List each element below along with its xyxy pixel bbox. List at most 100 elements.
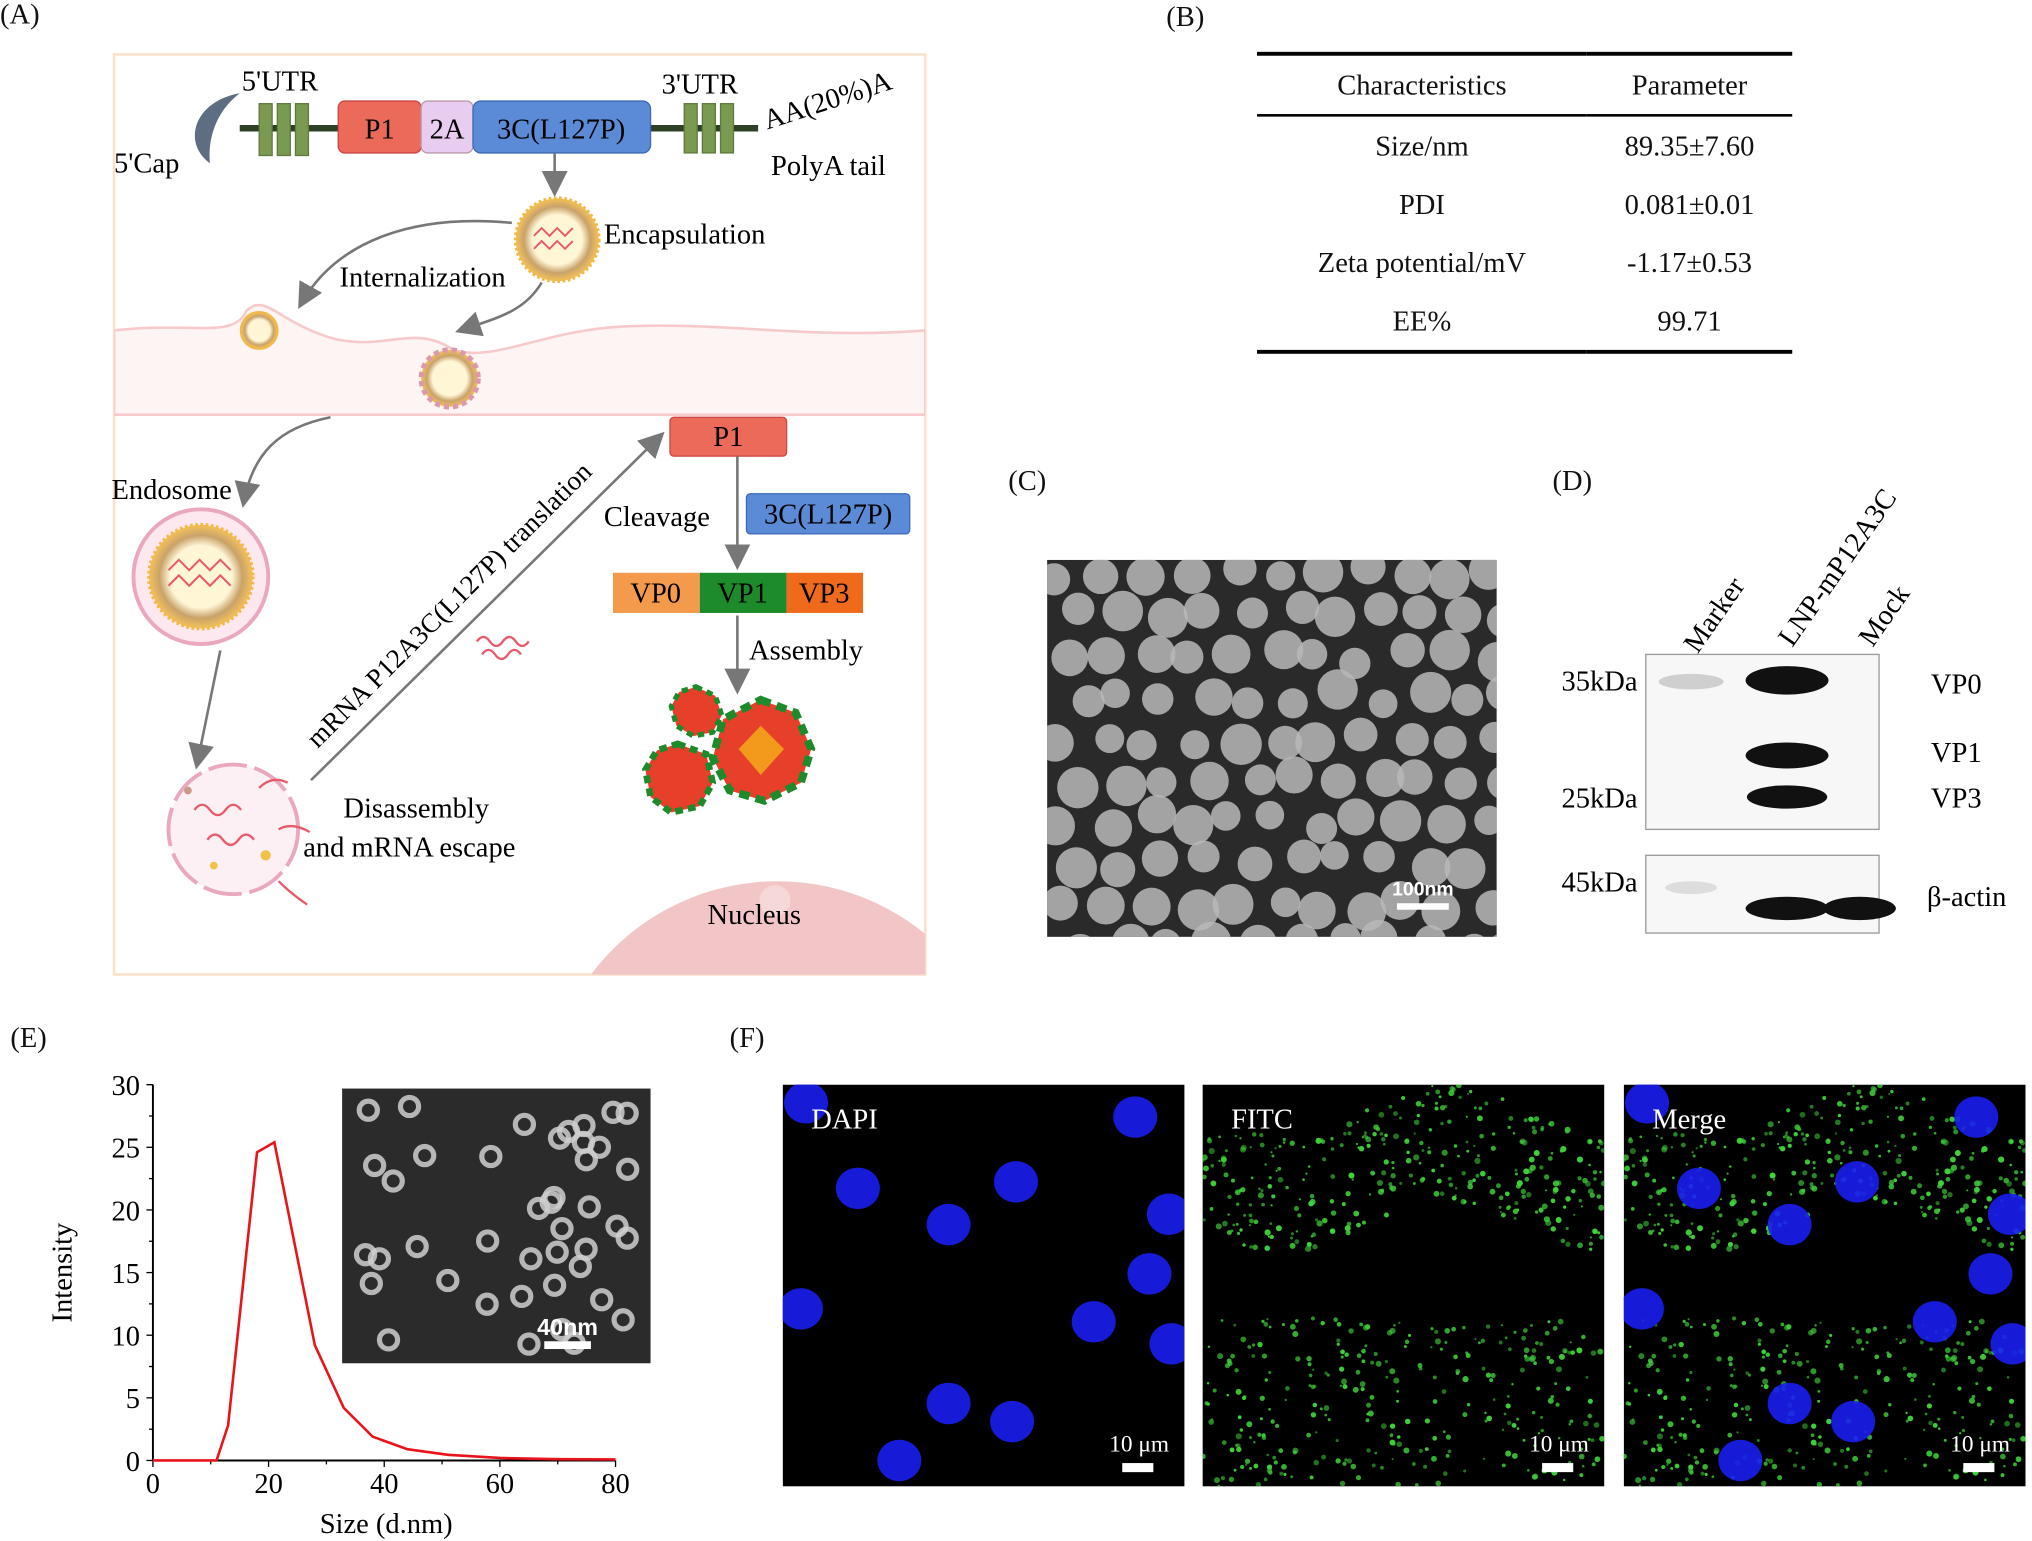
vesicle-icon bbox=[239, 311, 279, 350]
column-header: Characteristics bbox=[1337, 68, 1507, 101]
nucleus-stain bbox=[1767, 1382, 1812, 1425]
band-label-actin: β-actin bbox=[1927, 882, 2006, 913]
inset-scale-bar bbox=[544, 1341, 591, 1350]
panel-label-e: (E) bbox=[10, 1021, 47, 1054]
nucleus-stain bbox=[784, 1084, 829, 1124]
nucleus-stain bbox=[835, 1167, 880, 1210]
nucleus-stain bbox=[1912, 1301, 1957, 1343]
vp0-segment bbox=[612, 572, 700, 613]
marker-45kda: 45kDa bbox=[1562, 868, 1638, 899]
channel-label: Merge bbox=[1652, 1105, 1726, 1136]
nucleus-stain bbox=[990, 1400, 1035, 1443]
inset-scale-label: 40nm bbox=[537, 1314, 598, 1340]
table-cell: EE% bbox=[1392, 303, 1452, 337]
utr5-label: 5'UTR bbox=[242, 67, 318, 98]
nucleus-stain bbox=[1968, 1253, 2013, 1295]
channel-label: FITC bbox=[1231, 1105, 1293, 1136]
y-tick-label: 0 bbox=[126, 1447, 140, 1478]
nucleus-stain bbox=[1071, 1301, 1116, 1343]
panel-label-f: (F) bbox=[729, 1021, 765, 1054]
nucleus-stain bbox=[993, 1161, 1039, 1203]
x-tick-label: 20 bbox=[254, 1469, 282, 1500]
nucleus-stain bbox=[1676, 1167, 1721, 1210]
lane-label-marker: Marker bbox=[1678, 572, 1752, 659]
y-tick-label: 25 bbox=[111, 1134, 140, 1165]
polya-label: PolyA tail bbox=[771, 151, 886, 182]
scale-bar bbox=[1122, 1463, 1154, 1473]
vp3-segment bbox=[786, 572, 864, 613]
nucleus-stain bbox=[1767, 1203, 1812, 1246]
panel-label-d: (D) bbox=[1552, 463, 1593, 497]
vp0-label: VP0 bbox=[630, 579, 681, 610]
channel-label: DAPI bbox=[811, 1105, 878, 1136]
tem-micrograph-lnp: 100nm bbox=[1047, 559, 1497, 937]
panel-label-b: (B) bbox=[1166, 0, 1205, 33]
x-axis-label: Size (d.nm) bbox=[320, 1509, 453, 1540]
scale-bar bbox=[1542, 1463, 1574, 1473]
3c-protein-label: 3C(L127P) bbox=[764, 500, 892, 531]
panel-label-a: (A) bbox=[0, 0, 40, 30]
x-tick-label: 80 bbox=[601, 1469, 630, 1500]
scale-bar-label: 10 μm bbox=[1109, 1431, 1169, 1457]
2a-label: 2A bbox=[430, 115, 465, 146]
fluorescence-image-merge: Merge 10 μm bbox=[1623, 1084, 2026, 1487]
cell-membrane bbox=[114, 303, 926, 416]
y-tick-label: 20 bbox=[111, 1196, 140, 1227]
table-row: EE% 99.71 bbox=[1257, 292, 1793, 352]
table-cell: Size/nm bbox=[1375, 128, 1469, 162]
endosome-label: Endosome bbox=[111, 475, 231, 506]
column-header: Parameter bbox=[1631, 68, 1748, 101]
nucleus-stain bbox=[1954, 1096, 1999, 1138]
nucleus-stain bbox=[877, 1439, 922, 1482]
nucleus-shape bbox=[591, 881, 926, 975]
vp3-label: VP3 bbox=[799, 579, 850, 610]
y-tick-label: 10 bbox=[111, 1322, 140, 1353]
scale-bar-label: 10 μm bbox=[1950, 1431, 2010, 1457]
assembly-label: Assembly bbox=[749, 636, 864, 667]
y-tick-label: 15 bbox=[111, 1259, 140, 1290]
nucleus-stain bbox=[1990, 1323, 2026, 1365]
disassembly-icon bbox=[166, 762, 301, 897]
nucleus-stain bbox=[1623, 1288, 1664, 1330]
p1-protein-label: P1 bbox=[713, 422, 743, 453]
table-cell: 0.081±0.01 bbox=[1624, 187, 1755, 220]
x-tick-label: 0 bbox=[146, 1469, 160, 1500]
scale-bar-label: 100nm bbox=[1392, 878, 1454, 900]
table-cell: -1.17±0.53 bbox=[1627, 245, 1752, 278]
fluorescence-image-fitc: FITC 10 μm bbox=[1202, 1084, 1605, 1487]
nucleus-stain bbox=[1831, 1400, 1876, 1443]
nucleus-stain bbox=[1127, 1253, 1172, 1295]
scale-bar-label: 10 μm bbox=[1529, 1431, 1589, 1457]
band-actin-lnp bbox=[1745, 896, 1829, 921]
nucleus-stain bbox=[1625, 1084, 1670, 1124]
nucleus-label: Nucleus bbox=[708, 900, 801, 931]
lane-label-mock: Mock bbox=[1853, 579, 1917, 652]
capsid-icons bbox=[641, 684, 816, 817]
band-vp0 bbox=[1745, 666, 1829, 695]
3c-protein bbox=[745, 493, 911, 535]
table-cell: 99.71 bbox=[1657, 303, 1722, 337]
3c-segment bbox=[472, 100, 652, 154]
tem-inset: 40nm bbox=[342, 1088, 651, 1364]
nucleus-stain bbox=[926, 1203, 971, 1246]
utr5-bars bbox=[258, 103, 310, 157]
nucleus-stain bbox=[926, 1382, 971, 1425]
band-label-vp0: VP0 bbox=[1931, 669, 1982, 700]
encapsulation-label: Encapsulation bbox=[604, 220, 765, 251]
table-row: Zeta potential/mV-1.17±0.53 bbox=[1257, 233, 1792, 291]
nucleus-stain bbox=[1146, 1193, 1185, 1235]
nucleus-stain bbox=[782, 1288, 823, 1330]
utr3-label: 3'UTR bbox=[662, 69, 738, 100]
vp1-segment bbox=[699, 572, 787, 613]
p1-label: P1 bbox=[365, 115, 395, 146]
cleavage-label: Cleavage bbox=[604, 502, 710, 533]
vp1-label: VP1 bbox=[717, 579, 768, 610]
cap5-label: 5'Cap bbox=[114, 148, 179, 179]
mrna-lnp-mechanism-diagram: 5'UTR 5'Cap P1 2A 3C(L127P) 3'UTR AA(20%… bbox=[111, 53, 927, 976]
scale-bar bbox=[1963, 1463, 1995, 1473]
